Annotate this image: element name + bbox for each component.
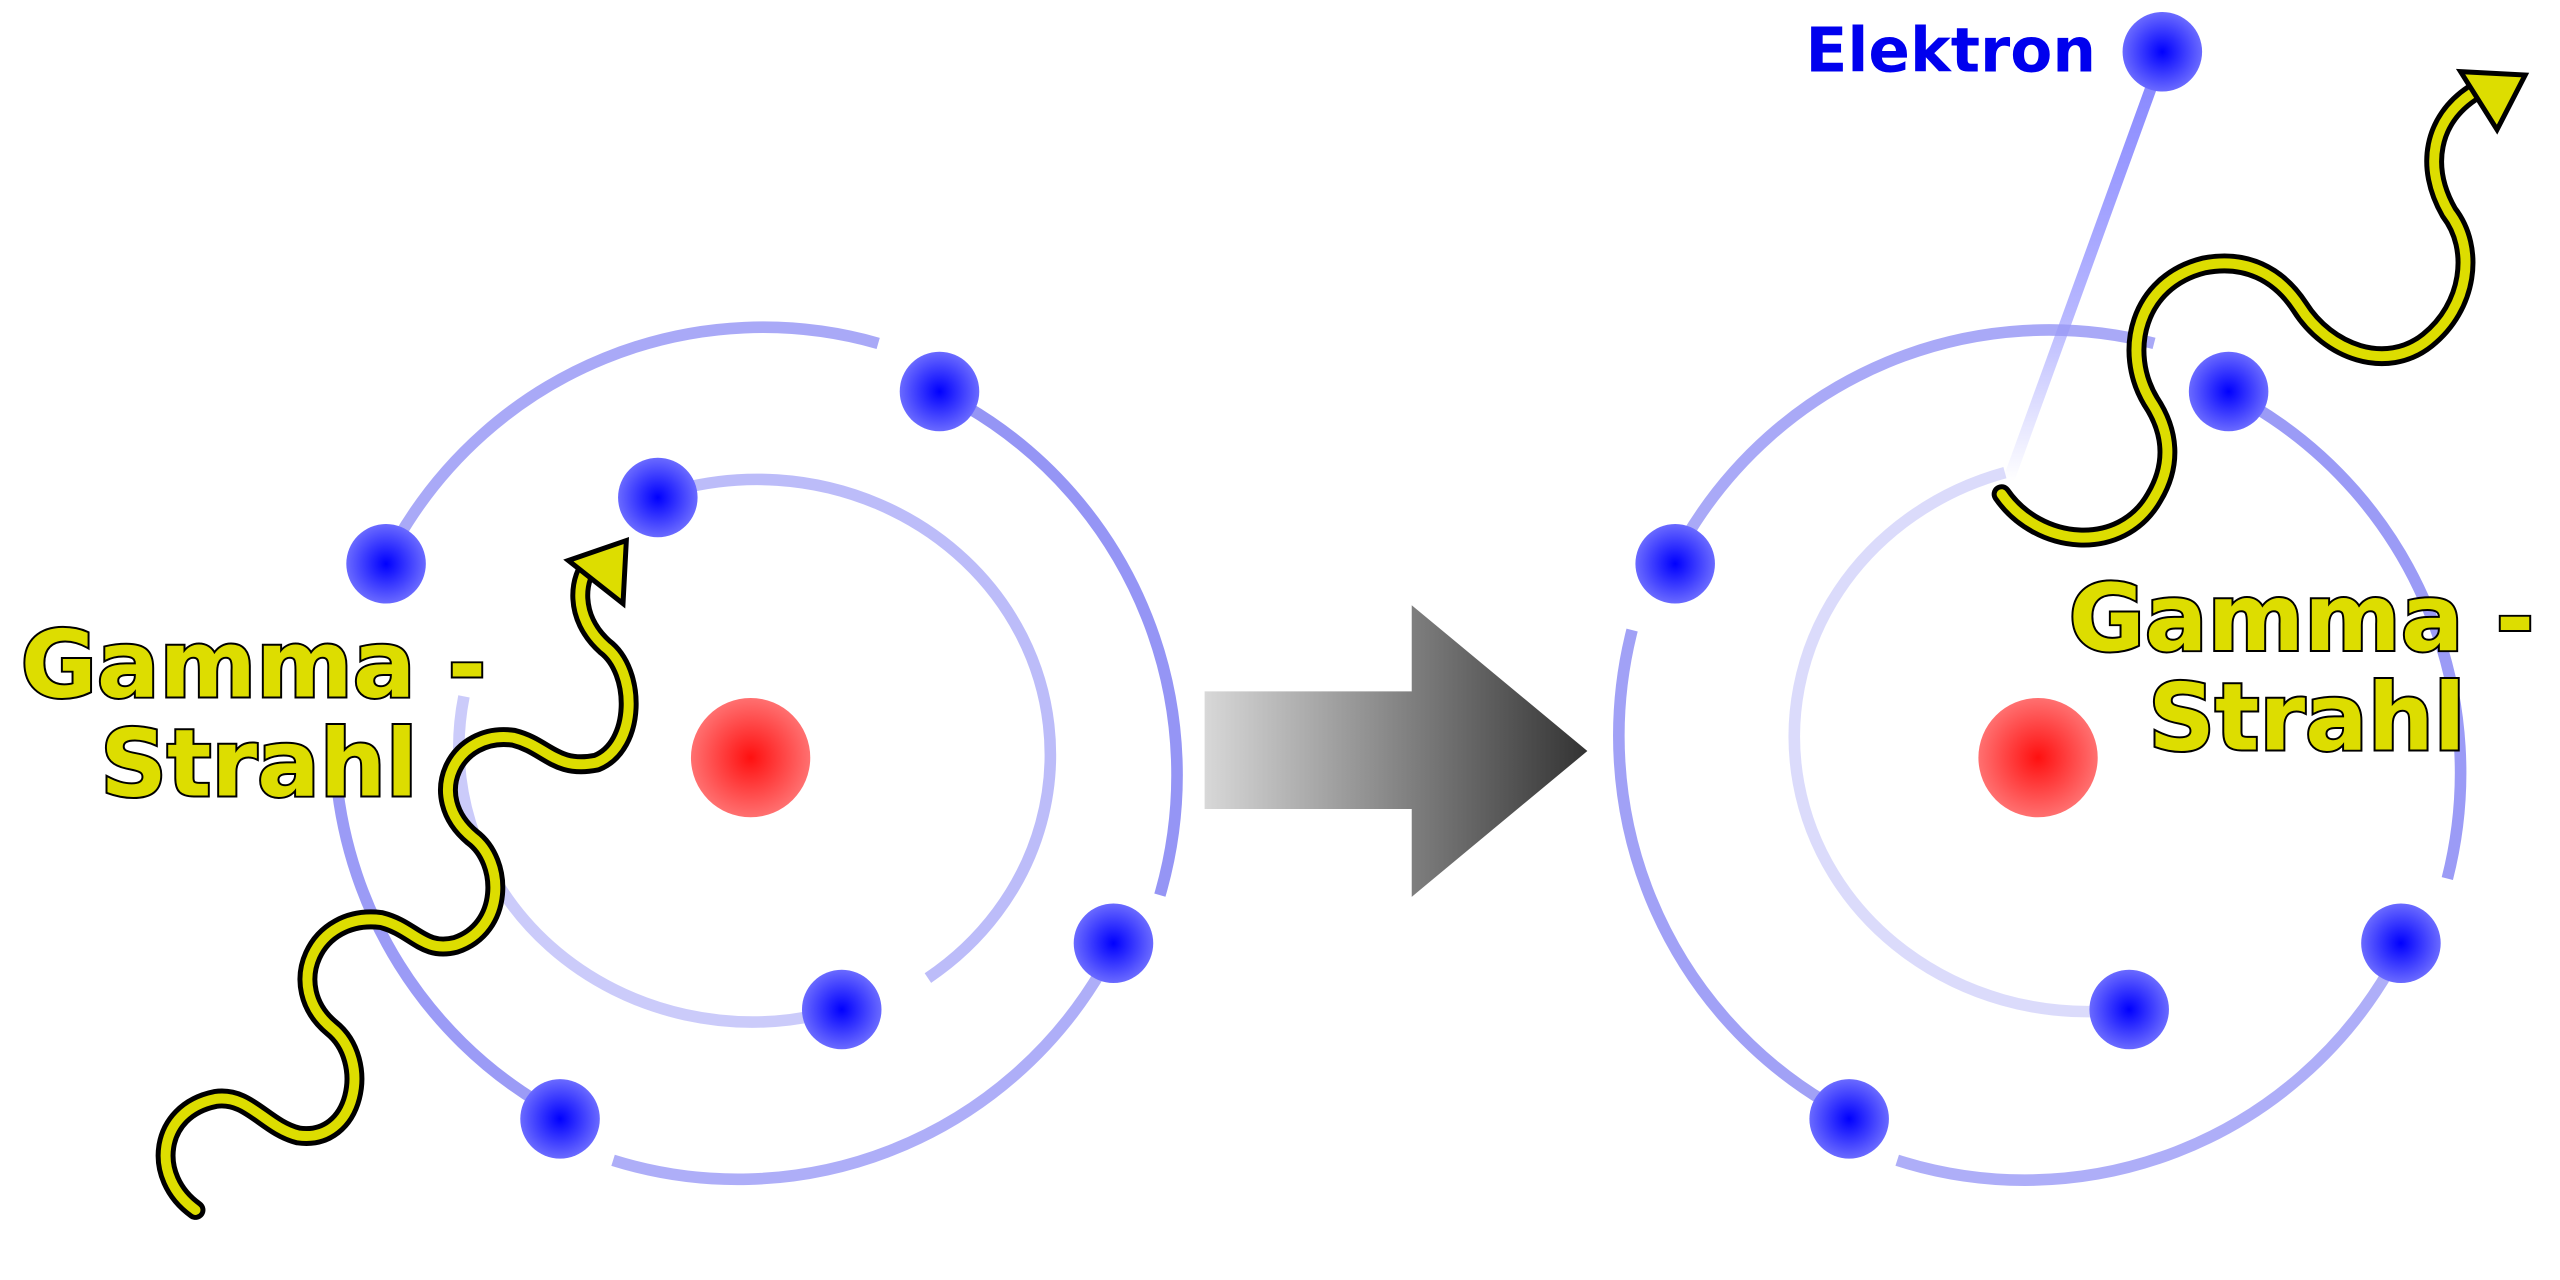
- gamma-label-left-line2: Strahl: [100, 710, 417, 818]
- electrons-right: [1635, 12, 2441, 1159]
- electron: [2089, 969, 2169, 1050]
- atom-after: Gamma - Strahl Elektron: [1613, 12, 2536, 1186]
- electron-ejection-path: [2002, 72, 2162, 483]
- electron: [520, 1079, 600, 1159]
- atom-before: Gamma - Strahl: [19, 321, 1183, 1220]
- gamma-label-left-line1: Gamma -: [21, 610, 486, 718]
- electron: [2188, 351, 2269, 432]
- electron: [899, 351, 980, 432]
- arrowhead-icon: [2455, 68, 2530, 135]
- electron: [1073, 903, 1154, 983]
- gamma-ray-scattered: [1991, 68, 2530, 548]
- electron-label: Elektron: [1806, 16, 2097, 87]
- electron: [801, 969, 882, 1050]
- transition-arrow-icon: [1204, 605, 1588, 897]
- orbits-right: [1613, 324, 2467, 1186]
- orbits-left: [330, 321, 1183, 1186]
- electrons-left: [346, 351, 1154, 1159]
- gamma-label-right-line1: Gamma -: [2069, 564, 2534, 672]
- electron: [618, 457, 698, 538]
- nucleus: [1978, 697, 2098, 818]
- electron: [1635, 524, 1715, 604]
- electron: [1809, 1079, 1889, 1159]
- nucleus: [690, 697, 811, 818]
- electron: [346, 524, 426, 604]
- ejected-electron: [2122, 12, 2203, 92]
- gamma-label-right-line2: Strahl: [2148, 663, 2465, 771]
- gamma-ray-incoming: [155, 537, 639, 1220]
- arrowhead-icon: [563, 537, 630, 609]
- electron: [2361, 903, 2441, 983]
